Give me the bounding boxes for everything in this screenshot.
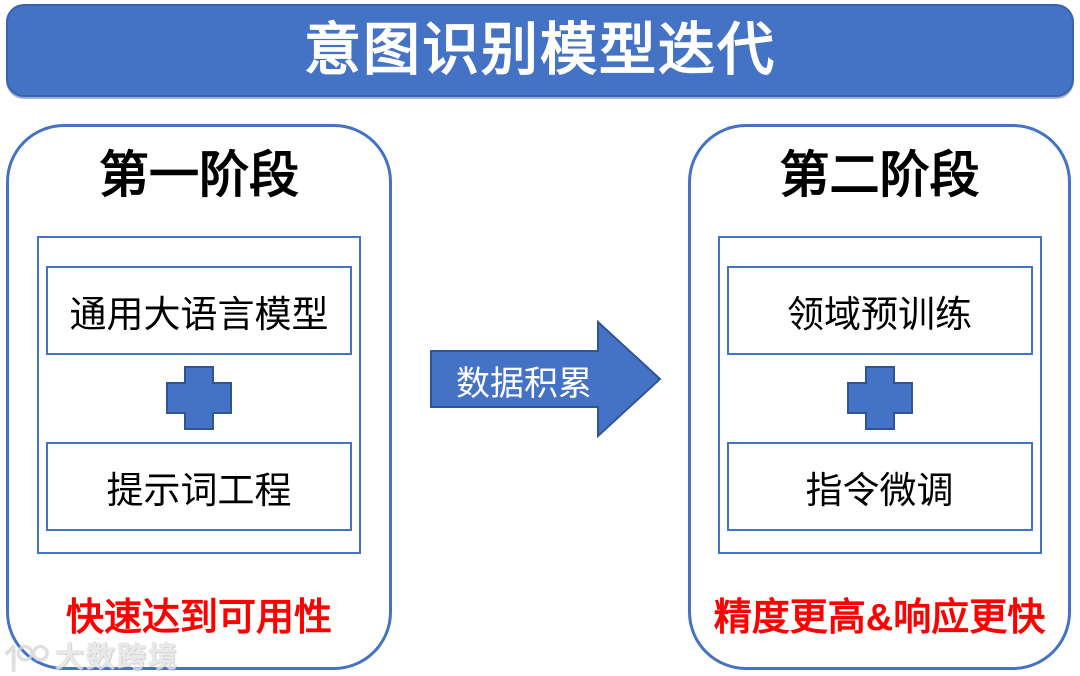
page-title: 意图识别模型迭代 (304, 18, 776, 82)
stage1-container: 通用大语言模型 提示词工程 (37, 236, 361, 554)
stage1-title: 第一阶段 (99, 147, 299, 203)
right-arrow-icon (430, 320, 662, 438)
stage2-component-1: 领域预训练 (726, 266, 1033, 355)
stage1-benefit-text: 快速达到可用性 (65, 597, 332, 639)
stage1-component-1: 通用大语言模型 (46, 266, 352, 355)
arrow-label: 数据积累 (456, 364, 592, 403)
stage2-benefit-text: 精度更高&响应更快 (713, 597, 1046, 639)
stage1-panel: 第一阶段 通用大语言模型 提示词工程 快速达到可用性 (6, 124, 392, 670)
stage1-component-2: 提示词工程 (46, 442, 352, 531)
flow-arrow: 数据积累 (430, 320, 662, 438)
plus-icon (846, 366, 913, 430)
stage2-panel: 第二阶段 领域预训练 指令微调 精度更高&响应更快 (688, 124, 1071, 670)
stage2-component-2: 指令微调 (726, 442, 1033, 531)
stage2-container: 领域预训练 指令微调 (717, 236, 1042, 554)
title-banner: 意图识别模型迭代 (6, 4, 1074, 97)
stage2-title: 第二阶段 (779, 147, 980, 203)
plus-icon (166, 366, 232, 430)
